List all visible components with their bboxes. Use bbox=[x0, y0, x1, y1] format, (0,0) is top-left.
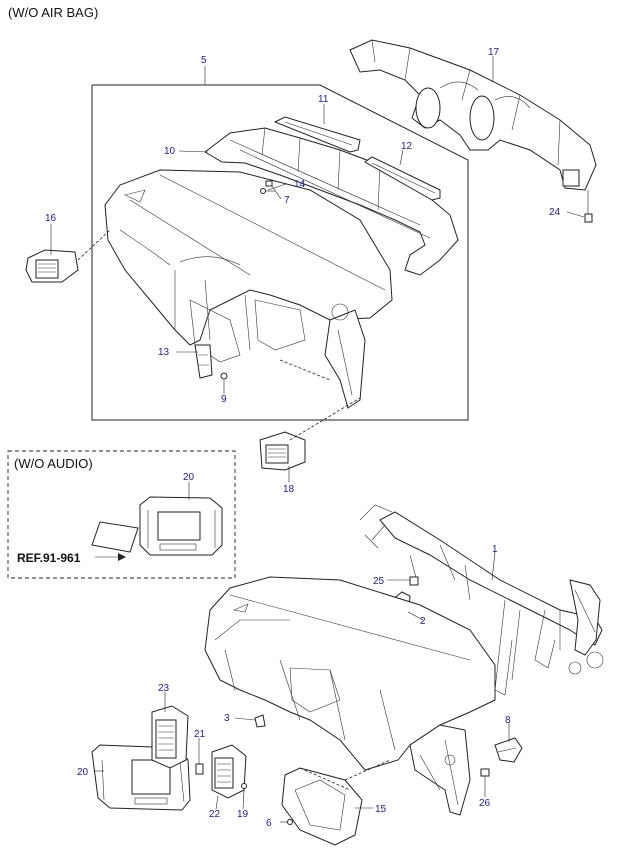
callout-8: 8 bbox=[505, 715, 511, 726]
callout-10: 10 bbox=[164, 146, 176, 157]
part-1-cowl-crossbar bbox=[359, 504, 604, 696]
part-19-screw bbox=[241, 783, 247, 789]
crash-pad-lower bbox=[204, 576, 496, 816]
part-13-bracket bbox=[194, 344, 213, 379]
callout-2: 2 bbox=[420, 616, 426, 627]
callout-5: 5 bbox=[201, 55, 207, 66]
callout-17: 17 bbox=[488, 47, 500, 58]
callout-6: 6 bbox=[266, 818, 272, 829]
callout-25: 25 bbox=[373, 576, 385, 587]
callout-11: 11 bbox=[318, 94, 329, 105]
callout-1: 1 bbox=[492, 544, 498, 555]
sub-heading: (W/O AUDIO) bbox=[14, 456, 93, 471]
callout-20-inset: 20 bbox=[183, 472, 195, 483]
part-16-side-vent bbox=[25, 229, 111, 283]
wo-audio-box bbox=[7, 450, 236, 579]
part-10-defroster-nozzle bbox=[204, 127, 459, 276]
callout-24: 24 bbox=[549, 207, 561, 218]
reference-label: REF.91-961 bbox=[17, 551, 81, 565]
callout-23: 23 bbox=[158, 683, 170, 694]
leader-lines bbox=[50, 56, 585, 810]
callout-19: 19 bbox=[237, 809, 249, 820]
blank-cover bbox=[91, 521, 139, 553]
part-11-side-vent bbox=[273, 116, 361, 153]
part-3-clip bbox=[254, 714, 266, 728]
callout-12: 12 bbox=[401, 141, 413, 152]
part-7-clip bbox=[265, 180, 273, 187]
main-heading: (W/O AIR BAG) bbox=[8, 5, 98, 20]
part-18-center-vent bbox=[259, 359, 361, 471]
part-25-bolt bbox=[409, 576, 419, 586]
part-14-screw bbox=[260, 188, 275, 194]
callout-9: 9 bbox=[221, 394, 227, 405]
part-15-cluster-fascia bbox=[281, 759, 391, 846]
crash-pad-upper bbox=[104, 169, 393, 409]
callout-21: 21 bbox=[194, 729, 206, 740]
part-12-center-vent bbox=[364, 156, 441, 201]
callout-14: 14 bbox=[294, 179, 306, 190]
part-21-clip bbox=[195, 763, 204, 775]
callout-3: 3 bbox=[224, 713, 230, 724]
part-8-bracket bbox=[494, 737, 523, 763]
part-22-side-vent bbox=[211, 744, 247, 799]
reference-arrow-head bbox=[118, 553, 126, 561]
callout-13: 13 bbox=[158, 347, 170, 358]
part-9-screw bbox=[220, 372, 228, 380]
callout-16: 16 bbox=[45, 213, 57, 224]
part-24-clip bbox=[584, 190, 593, 223]
callout-22: 22 bbox=[209, 809, 221, 820]
part-26-bolt bbox=[480, 768, 490, 777]
callout-20-lower: 20 bbox=[77, 767, 89, 778]
callout-26: 26 bbox=[479, 798, 491, 809]
callout-15: 15 bbox=[375, 804, 387, 815]
part-17-duct bbox=[349, 39, 597, 191]
part-20-panel-inset bbox=[139, 496, 223, 556]
part-6-screw bbox=[280, 819, 293, 825]
part-23-center-vent bbox=[151, 705, 189, 769]
crash-pad-assembly-box bbox=[91, 84, 469, 421]
callout-7: 7 bbox=[284, 195, 290, 206]
callout-18: 18 bbox=[283, 484, 295, 495]
